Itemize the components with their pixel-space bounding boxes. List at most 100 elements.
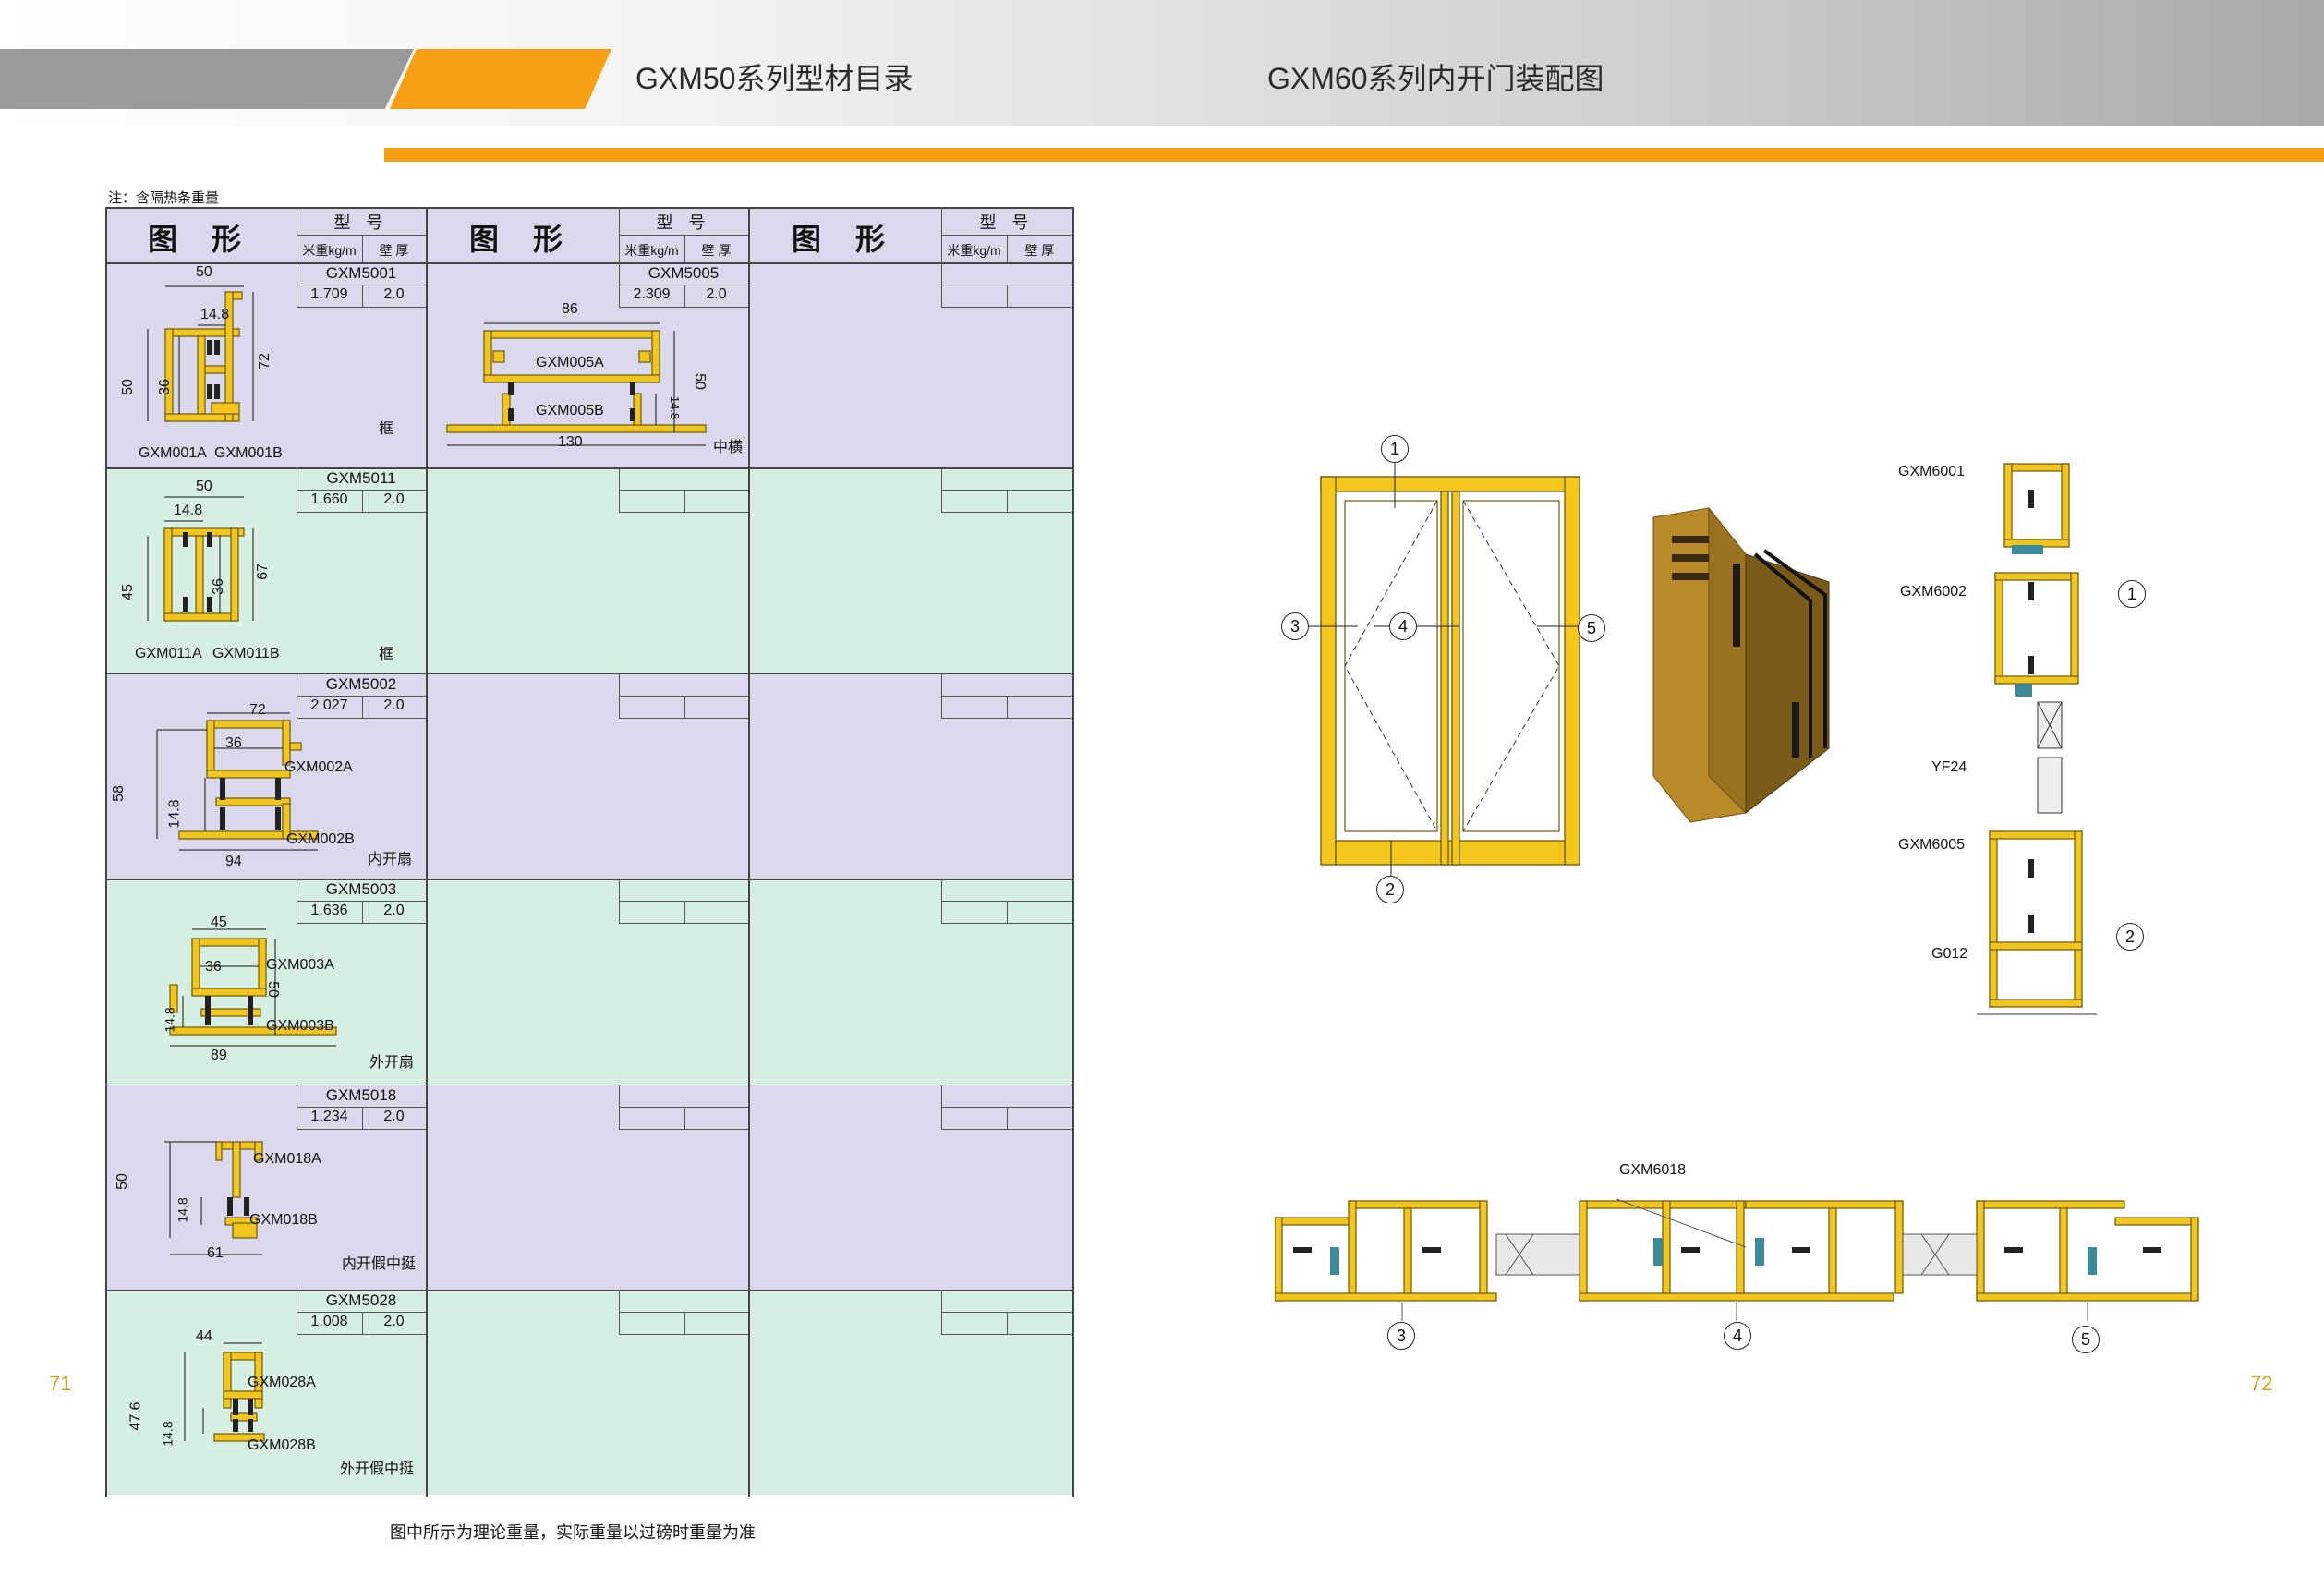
section-label: GXM6002 xyxy=(1900,584,1967,600)
header-gray-stripe xyxy=(0,49,414,109)
weight-value: 1.660 xyxy=(310,491,348,508)
header-model: 型 号 xyxy=(656,213,711,232)
header-figure: 图 形 xyxy=(469,223,575,256)
part-label: GXM002B xyxy=(286,831,355,847)
profile-catalog-table: 图 形 型 号 米重kg/m 壁 厚 图 形 型 号 米重kg/m 壁 厚 图 … xyxy=(105,207,1074,1497)
part-label: GXM001A xyxy=(139,445,207,461)
header-weight: 米重kg/m xyxy=(302,243,357,258)
weight-value: 1.709 xyxy=(310,286,348,302)
model-number: GXM5018 xyxy=(325,1085,397,1104)
dim-label: 14.8 xyxy=(200,307,230,322)
page-number-left: 71 xyxy=(49,1372,72,1395)
profile-tag: 外开假中挺 xyxy=(340,1461,415,1477)
dim-label: 45 xyxy=(211,915,227,930)
table-header-band xyxy=(105,207,1074,262)
header-orange-rule xyxy=(384,148,2324,162)
callout-circle: 4 xyxy=(1389,612,1417,640)
callout-circle: 3 xyxy=(1387,1322,1415,1350)
callout-circle: 4 xyxy=(1724,1322,1751,1350)
header-thickness: 壁 厚 xyxy=(379,243,409,258)
profile-drawing-gxm5003 xyxy=(169,928,337,1047)
header-orange-stripe xyxy=(390,49,611,109)
weight-value: 1.234 xyxy=(310,1108,348,1124)
dim-label: 36 xyxy=(156,379,173,395)
weight-value: 1.636 xyxy=(310,903,348,919)
dim-label: 50 xyxy=(114,1173,130,1190)
section-label: YF24 xyxy=(1931,759,1967,775)
part-label: GXM011A xyxy=(135,646,202,661)
profile-tag: 内开假中挺 xyxy=(342,1256,417,1272)
plan-label: GXM6018 xyxy=(1619,1162,1687,1178)
left-page-title: GXM50系列型材目录 xyxy=(635,62,914,95)
thickness-value: 2.0 xyxy=(383,286,405,302)
model-number: GXM5011 xyxy=(326,469,396,488)
profile-tag: 框 xyxy=(379,647,394,662)
dim-label: 44 xyxy=(196,1328,212,1344)
dim-label: 47.6 xyxy=(127,1401,144,1431)
dim-label: 67 xyxy=(254,564,271,580)
header-thickness: 壁 厚 xyxy=(701,243,732,258)
callout-circle: 2 xyxy=(2116,923,2144,951)
callout-circle: 2 xyxy=(1376,876,1404,903)
model-number: GXM5001 xyxy=(325,264,397,282)
model-number: GXM5003 xyxy=(325,880,397,899)
part-label: GXM005B xyxy=(536,403,604,418)
part-label: GXM018A xyxy=(253,1151,321,1167)
vertical-section-drawing xyxy=(1977,463,2097,1015)
thickness-value: 2.0 xyxy=(383,697,405,713)
dim-label: 58 xyxy=(110,785,127,802)
table-row xyxy=(105,879,1074,1085)
dim-label: 50 xyxy=(196,264,212,280)
part-label: GXM028A xyxy=(248,1375,316,1390)
weight-note: 注：含隔热条重量 xyxy=(108,190,220,206)
door-elevation-drawing xyxy=(1291,462,1587,887)
profile-tag: 内开扇 xyxy=(368,852,413,867)
section-label: GXM6001 xyxy=(1898,464,1966,479)
dim-label: 45 xyxy=(119,584,136,600)
dim-label: 72 xyxy=(249,702,266,718)
profile-drawing-gxm5005 xyxy=(446,322,707,446)
weight-value: 2.027 xyxy=(310,697,348,713)
part-label: GXM002A xyxy=(284,759,353,775)
dim-label: 14.8 xyxy=(162,1007,177,1033)
profile-tag: 框 xyxy=(379,421,394,437)
profile-drawing-gxm5018 xyxy=(164,1141,263,1255)
part-label: GXM003A xyxy=(266,957,334,973)
thickness-value: 2.0 xyxy=(383,1314,405,1329)
dim-label: 50 xyxy=(691,373,708,390)
dim-label: 36 xyxy=(225,735,242,751)
part-label: GXM018B xyxy=(249,1212,318,1228)
callout-circle: 5 xyxy=(1578,614,1605,642)
dim-label: 14.8 xyxy=(160,1421,176,1447)
table-row xyxy=(105,1290,1074,1496)
profile-tag: 外开扇 xyxy=(369,1055,415,1071)
callout-circle: 5 xyxy=(2072,1326,2100,1353)
dim-label: 14.8 xyxy=(166,799,183,829)
weight-value: 2.309 xyxy=(633,286,671,302)
header-thickness: 壁 厚 xyxy=(1024,243,1055,258)
dim-label: 86 xyxy=(562,301,578,317)
dim-label: 94 xyxy=(225,854,242,869)
dim-label: 14.8 xyxy=(668,395,683,420)
page-number-right: 72 xyxy=(2250,1372,2273,1395)
header-figure: 图 形 xyxy=(148,223,254,256)
dim-label: 89 xyxy=(211,1048,227,1063)
callout-circle: 1 xyxy=(1381,435,1409,463)
model-number: GXM5002 xyxy=(325,674,397,693)
header-model: 型 号 xyxy=(979,213,1035,232)
dim-label: 14.8 xyxy=(175,1197,190,1223)
section-label: GXM6005 xyxy=(1898,837,1966,853)
part-label: GXM003B xyxy=(266,1018,334,1034)
model-number: GXM5028 xyxy=(325,1291,397,1309)
dim-label: 14.8 xyxy=(174,503,203,518)
header-figure: 图 形 xyxy=(792,223,898,256)
dim-label: 130 xyxy=(558,434,583,450)
profile-drawing-gxm5001 xyxy=(147,285,254,422)
table-row xyxy=(105,467,1074,673)
footer-note: 图中所示为理论重量，实际重量以过磅时重量为准 xyxy=(390,1523,756,1542)
horizontal-section-drawing xyxy=(1275,1198,2199,1321)
thickness-value: 2.0 xyxy=(706,286,727,302)
profile-drawing-gxm5002 xyxy=(156,712,319,851)
table-row xyxy=(105,262,1074,468)
part-label: GXM028B xyxy=(248,1437,316,1453)
